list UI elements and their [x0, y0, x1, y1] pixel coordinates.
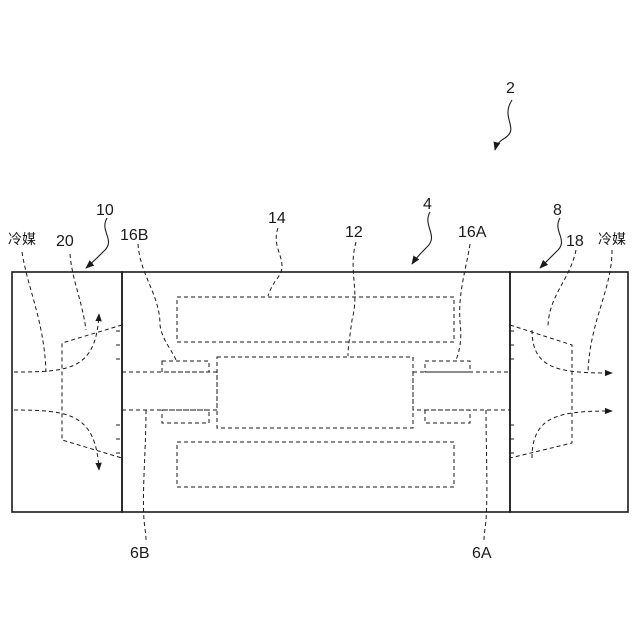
label-device: 2 — [506, 80, 515, 97]
label-cooler-left: 10 — [96, 202, 114, 219]
label-coolant-right: 冷媒 — [598, 232, 626, 248]
left-fan — [62, 325, 122, 458]
leader-cooler-left — [86, 218, 109, 268]
seal-left-bottom — [162, 410, 209, 423]
seal-left-top — [162, 361, 209, 372]
leader-module — [412, 212, 432, 264]
core-body — [217, 357, 413, 428]
shaft-left — [122, 372, 217, 410]
leader-coolant-left — [22, 252, 46, 372]
label-cooler-right: 8 — [553, 202, 562, 219]
label-seal-left: 16B — [120, 227, 148, 244]
shaft-right — [413, 372, 510, 410]
label-shaft-left: 6B — [130, 545, 150, 562]
main-module-box — [122, 272, 510, 512]
label-fan-right: 18 — [566, 233, 584, 250]
leader-cooler-right — [540, 218, 562, 268]
upper-housing-part — [177, 297, 454, 342]
leader-housing — [268, 228, 282, 296]
lower-housing-part — [177, 442, 454, 487]
right-fan — [510, 325, 572, 458]
seal-right-top — [425, 361, 470, 372]
leader-shaft-left — [143, 410, 146, 540]
leader-core — [348, 242, 356, 356]
label-seal-right: 16A — [458, 224, 487, 241]
label-module: 4 — [423, 196, 432, 213]
label-coolant-left: 冷媒 — [8, 232, 36, 248]
label-housing: 14 — [268, 210, 286, 227]
leader-seal-left — [138, 244, 176, 360]
leader-fan-left — [70, 254, 86, 330]
seal-right-bottom — [425, 410, 470, 423]
leader-seal-right — [456, 244, 470, 360]
right-fan-blades — [510, 331, 516, 453]
leader-coolant-right — [588, 250, 612, 372]
right-cooler-box — [510, 272, 628, 512]
label-shaft-right: 6A — [472, 545, 492, 562]
label-core: 12 — [345, 224, 363, 241]
left-fan-blades — [116, 331, 122, 453]
left-cooler-box — [12, 272, 122, 512]
label-fan-left: 20 — [56, 233, 74, 250]
left-flow-lower — [14, 410, 99, 470]
leader-device — [495, 100, 512, 150]
left-flow-upper — [14, 314, 99, 372]
leader-shaft-right — [484, 410, 487, 540]
leader-fan-right — [548, 250, 576, 328]
